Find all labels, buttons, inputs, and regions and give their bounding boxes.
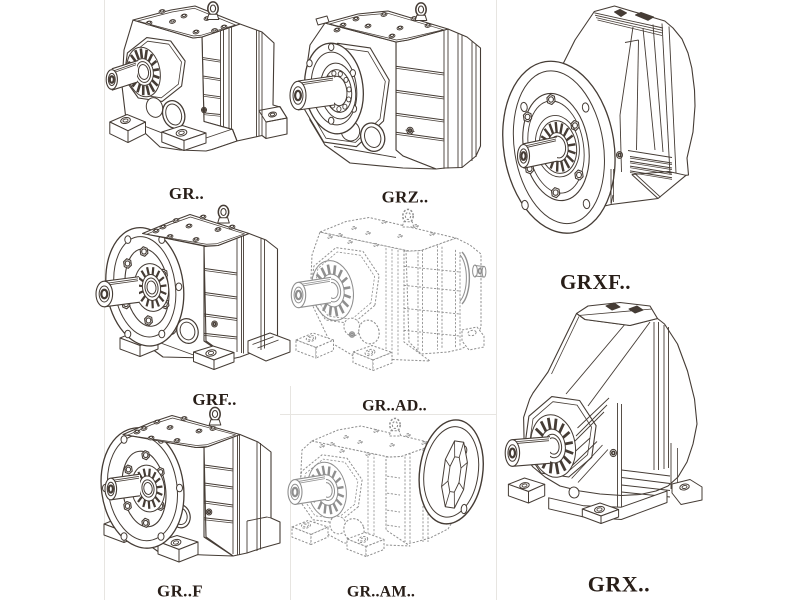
svg-text:GR..AD..: GR..AD.. bbox=[362, 398, 427, 415]
svg-text:GRX..: GRX.. bbox=[588, 572, 650, 597]
svg-text:GRXF..: GRXF.. bbox=[560, 270, 631, 294]
svg-text:GR..: GR.. bbox=[169, 184, 204, 203]
svg-text:GR..F: GR..F bbox=[157, 582, 203, 600]
svg-text:GRF..: GRF.. bbox=[192, 390, 236, 409]
svg-text:GRZ..: GRZ.. bbox=[382, 188, 429, 207]
svg-text:GR..AM..: GR..AM.. bbox=[347, 584, 415, 600]
